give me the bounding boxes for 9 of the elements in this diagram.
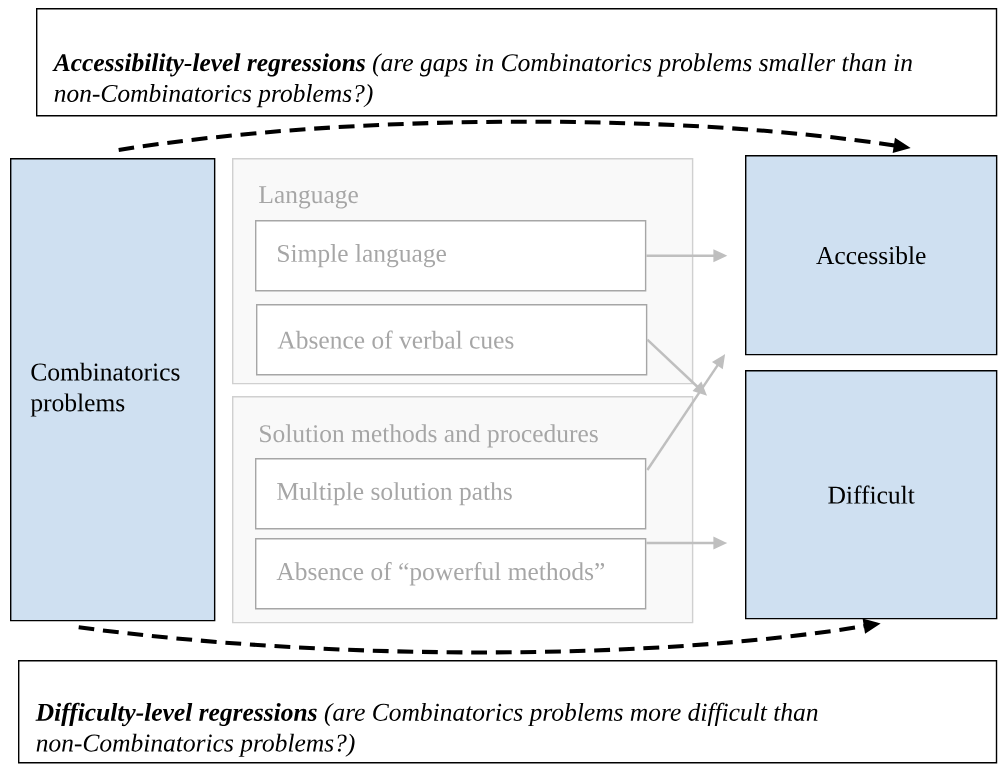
outcome-box: Difficult: [745, 370, 998, 620]
note-box: Difficulty-level regressions (are Combinatorics problems more difficult than non-Combinatorics problems?): [18, 660, 998, 764]
note-box: Accessibility-level regressions (are gaps in Combinatorics problems smaller than in non-Combinatorics problems?): [36, 8, 998, 117]
source-box: Combinatorics problems: [10, 158, 216, 622]
factor-box: Absence of verbal cues: [256, 304, 648, 376]
outcome-box: Accessible: [745, 155, 998, 356]
factor-box: Simple language: [255, 220, 647, 292]
factor-box: Multiple solution paths: [255, 458, 647, 530]
factor-box: Absence of “powerful methods”: [255, 538, 647, 610]
